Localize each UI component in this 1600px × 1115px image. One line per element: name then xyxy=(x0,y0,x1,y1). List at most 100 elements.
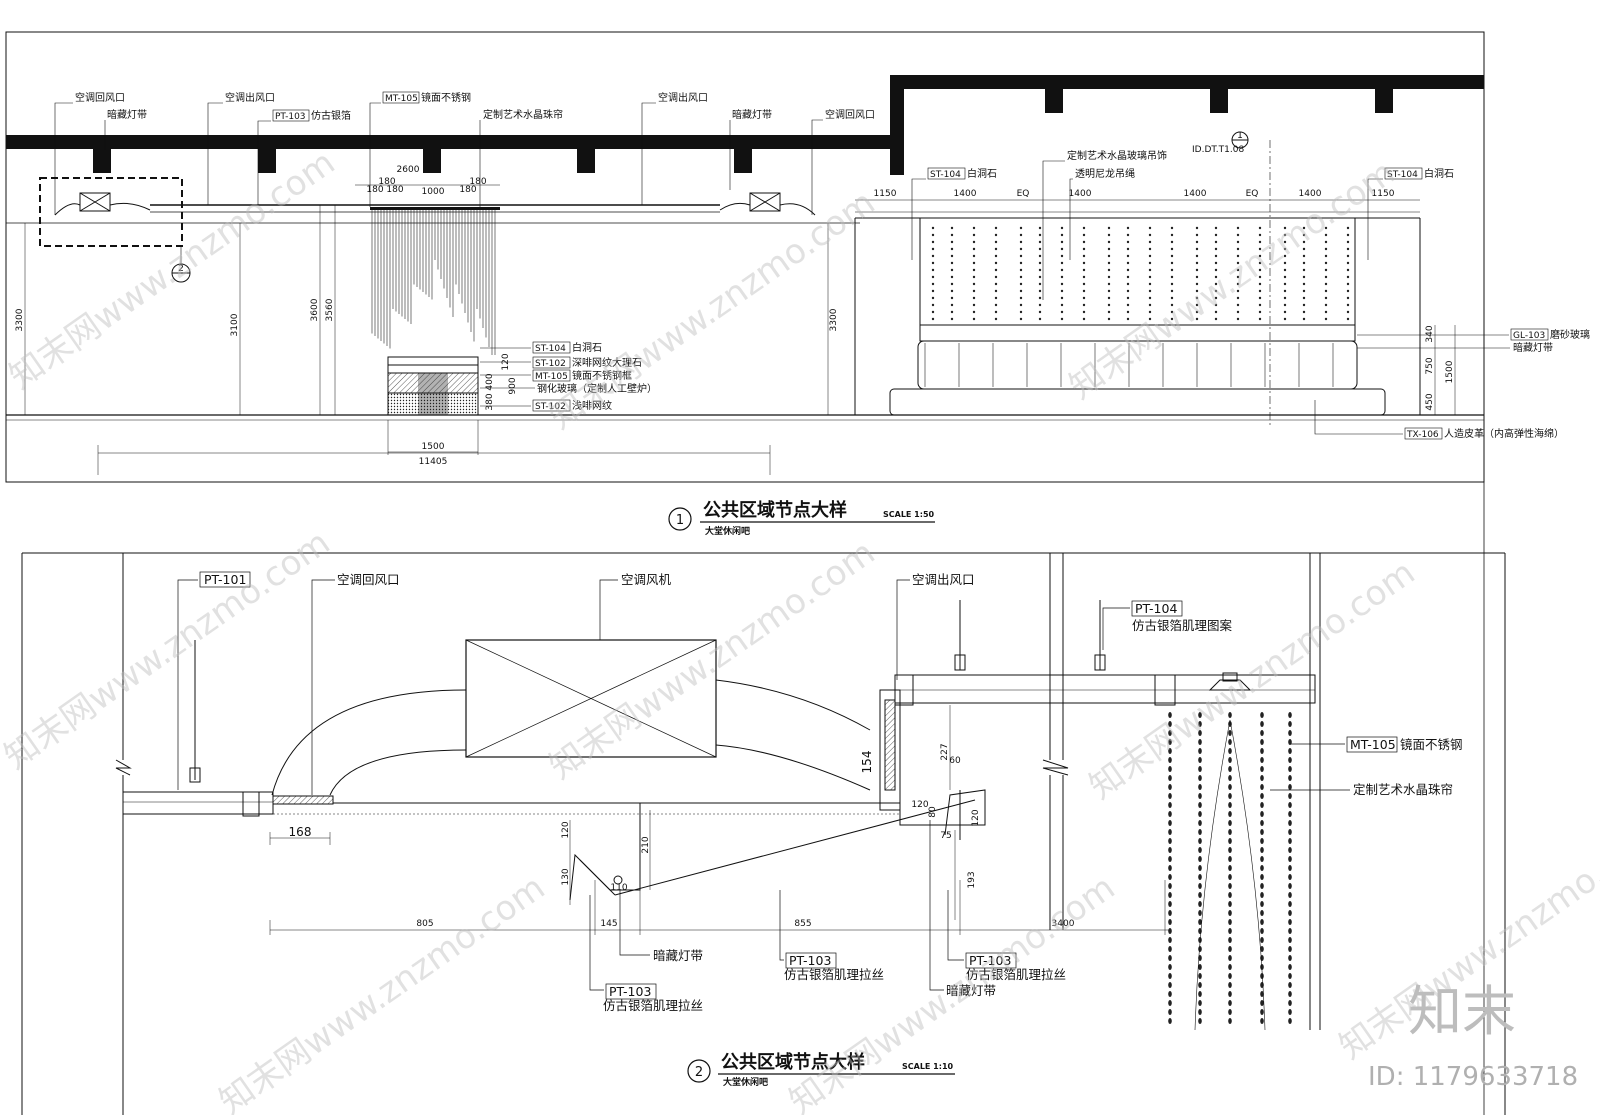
svg-text:120: 120 xyxy=(971,809,981,826)
svg-text:磨砂玻璃: 磨砂玻璃 xyxy=(1550,328,1590,341)
svg-text:180: 180 xyxy=(459,185,476,195)
svg-text:暗藏灯带: 暗藏灯带 xyxy=(1513,341,1553,354)
svg-text:仿古银箔肌理拉丝: 仿古银箔肌理拉丝 xyxy=(784,967,884,982)
svg-text:75: 75 xyxy=(940,831,951,841)
svg-text:知末网www.znzmo.com: 知末网www.znzmo.com xyxy=(1062,153,1402,408)
svg-text:120: 120 xyxy=(561,821,571,838)
svg-text:MT-105: MT-105 xyxy=(385,94,418,104)
sofa xyxy=(889,340,1386,416)
svg-text:钢化玻璃（定制人工壁炉）: 钢化玻璃（定制人工壁炉） xyxy=(537,382,657,395)
svg-text:大堂休闲吧: 大堂休闲吧 xyxy=(723,1076,768,1088)
svg-text:805: 805 xyxy=(416,919,433,929)
svg-text:空调回风口: 空调回风口 xyxy=(75,91,125,104)
svg-text:ID.DT.T1.08: ID.DT.T1.08 xyxy=(1192,145,1244,155)
svg-text:1000: 1000 xyxy=(422,187,445,197)
svg-text:PT-104: PT-104 xyxy=(1135,601,1177,616)
detail-callout-box xyxy=(39,177,183,247)
svg-text:定制艺术水晶珠帘: 定制艺术水晶珠帘 xyxy=(483,108,563,121)
ceiling-board-right xyxy=(879,600,1316,811)
svg-text:180: 180 xyxy=(378,177,395,187)
svg-text:MT-105: MT-105 xyxy=(1350,737,1396,752)
svg-text:120: 120 xyxy=(501,353,511,370)
svg-text:公共区域节点大样: 公共区域节点大样 xyxy=(703,499,847,521)
svg-text:镜面不锈钢框: 镜面不锈钢框 xyxy=(572,369,632,382)
brand-mark: 知末 ID: 1179633718 xyxy=(1368,980,1578,1092)
ac-fan-unit xyxy=(271,639,871,796)
svg-text:193: 193 xyxy=(967,871,977,888)
crystal-chandelier xyxy=(370,207,500,355)
svg-text:ST-104: ST-104 xyxy=(535,344,566,354)
crystal-bead-strings xyxy=(1168,712,1292,1024)
svg-text:855: 855 xyxy=(794,919,811,929)
svg-text:PT-103: PT-103 xyxy=(275,112,306,122)
svg-text:3560: 3560 xyxy=(325,298,335,321)
svg-text:知末网www.znzmo.com: 知末网www.znzmo.com xyxy=(2,143,342,398)
detail1-frame xyxy=(5,31,1485,1115)
svg-text:GL-103: GL-103 xyxy=(1513,331,1545,341)
svg-text:EQ: EQ xyxy=(1246,189,1259,199)
svg-text:2: 2 xyxy=(695,1065,703,1080)
svg-text:仿古银箔肌理图案: 仿古银箔肌理图案 xyxy=(1132,618,1233,633)
svg-text:TX-106: TX-106 xyxy=(1406,430,1439,440)
svg-text:1150: 1150 xyxy=(874,189,897,199)
svg-text:知末网www.znzmo.com: 知末网www.znzmo.com xyxy=(542,533,882,788)
svg-text:900: 900 xyxy=(508,377,518,394)
detail2-labels: PT-101 空调回风口 空调风机 空调出风口 PT-104 仿古银箔肌理图案 … xyxy=(199,571,1463,1013)
svg-text:110: 110 xyxy=(610,883,627,893)
svg-text:1400: 1400 xyxy=(954,189,977,199)
svg-text:暗藏灯带: 暗藏灯带 xyxy=(946,983,996,998)
fireplace xyxy=(387,356,479,416)
svg-text:仿古银箔: 仿古银箔 xyxy=(311,109,351,122)
svg-text:SCALE 1:50: SCALE 1:50 xyxy=(883,510,935,519)
svg-text:380: 380 xyxy=(485,393,495,410)
svg-text:400: 400 xyxy=(485,373,495,390)
svg-text:1: 1 xyxy=(676,513,684,528)
svg-text:ST-102: ST-102 xyxy=(535,359,566,369)
svg-text:340: 340 xyxy=(1425,325,1435,342)
detail2-dimensions: 168 154 227 60 120 120 80 75 120 130 210… xyxy=(289,743,1075,929)
svg-text:3300: 3300 xyxy=(829,308,839,331)
svg-text:450: 450 xyxy=(1425,393,1435,410)
svg-text:知末: 知末 xyxy=(1408,980,1516,1043)
svg-text:白洞石: 白洞石 xyxy=(967,167,997,180)
svg-text:公共区域节点大样: 公共区域节点大样 xyxy=(721,1051,865,1073)
svg-text:白洞石: 白洞石 xyxy=(1424,167,1454,180)
svg-text:ST-104: ST-104 xyxy=(930,170,961,180)
svg-text:PT-101: PT-101 xyxy=(204,572,246,587)
detail1-dims-left xyxy=(24,184,829,475)
svg-text:3600: 3600 xyxy=(310,298,320,321)
detail1-title-block: 1 公共区域节点大样 SCALE 1:50 大堂休闲吧 xyxy=(668,499,935,537)
svg-text:空调出风口: 空调出风口 xyxy=(225,91,275,104)
svg-text:1400: 1400 xyxy=(1299,189,1322,199)
svg-text:仿古银箔肌理拉丝: 仿古银箔肌理拉丝 xyxy=(603,998,703,1013)
ceiling-board-left xyxy=(122,640,900,817)
svg-text:PT-103: PT-103 xyxy=(789,953,831,968)
svg-text:2: 2 xyxy=(178,264,184,274)
detail2-title-block: 2 公共区域节点大样 SCALE 1:10 大堂休闲吧 xyxy=(687,1051,955,1088)
svg-text:750: 750 xyxy=(1425,357,1435,374)
ceiling-slab xyxy=(6,75,1484,175)
svg-text:180: 180 xyxy=(469,177,486,187)
ac-return-grille-left xyxy=(54,192,151,216)
svg-text:镜面不锈钢: 镜面不锈钢 xyxy=(421,91,471,104)
detail1-dims-right xyxy=(855,199,1456,415)
svg-text:PT-103: PT-103 xyxy=(609,984,651,999)
svg-text:180: 180 xyxy=(386,185,403,195)
svg-text:大堂休闲吧: 大堂休闲吧 xyxy=(705,525,750,537)
svg-text:MT-105: MT-105 xyxy=(535,372,568,382)
svg-text:ID: 1179633718: ID: 1179633718 xyxy=(1368,1062,1578,1092)
svg-text:1400: 1400 xyxy=(1069,189,1092,199)
svg-text:白洞石: 白洞石 xyxy=(572,341,602,354)
svg-text:知末网www.znzmo.com: 知末网www.znzmo.com xyxy=(0,523,337,778)
detail2-leaders xyxy=(177,579,1350,991)
svg-text:ST-102: ST-102 xyxy=(535,402,566,412)
svg-text:145: 145 xyxy=(600,919,617,929)
detail2-dim-lines xyxy=(269,705,1170,935)
svg-text:仿古银箔肌理拉丝: 仿古银箔肌理拉丝 xyxy=(966,967,1066,982)
svg-text:1400: 1400 xyxy=(1184,189,1207,199)
light-cove xyxy=(569,789,986,901)
svg-text:空调风机: 空调风机 xyxy=(621,572,672,587)
svg-text:168: 168 xyxy=(289,825,312,839)
svg-text:60: 60 xyxy=(949,756,961,766)
